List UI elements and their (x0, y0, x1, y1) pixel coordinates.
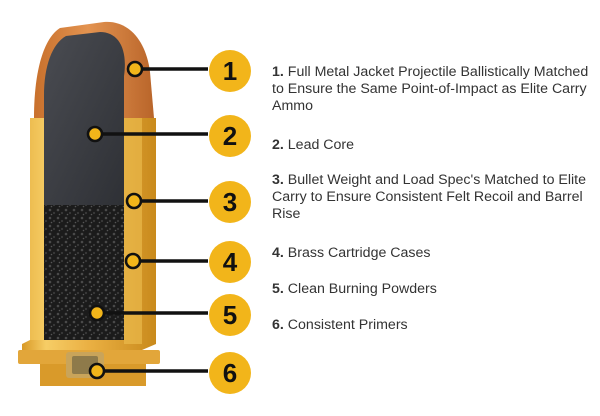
badge-number-3: 3 (223, 187, 237, 217)
legend-item-5: 5. Clean Burning Powders (272, 281, 592, 298)
lead-core (44, 32, 125, 205)
badge-number-1: 1 (223, 56, 237, 86)
legend-item-4: 4. Brass Cartridge Cases (272, 245, 592, 262)
legend-item-3: 3. Bullet Weight and Load Spec's Matched… (272, 172, 592, 223)
badge-number-5: 5 (223, 300, 237, 330)
legend-text-5: Clean Burning Powders (287, 281, 437, 297)
badge-1: 1 (209, 50, 251, 92)
badge-5: 5 (209, 294, 251, 336)
badge-3: 3 (209, 181, 251, 223)
marker-4 (124, 252, 142, 270)
legend-item-6: 6. Consistent Primers (272, 317, 592, 334)
legend-text-2: Lead Core (287, 137, 355, 153)
marker-2 (86, 125, 104, 143)
badge-number-2: 2 (223, 121, 237, 151)
marker-1 (126, 60, 144, 78)
legend-number-2: 2. (272, 137, 284, 153)
legend-number-3: 3. (272, 172, 284, 188)
legend-item-2: 2. Lead Core (272, 137, 592, 154)
legend-number-5: 5. (272, 281, 284, 297)
legend-text-3: Bullet Weight and Load Spec's Matched to… (272, 172, 586, 222)
legend-number-6: 6. (272, 317, 284, 333)
badge-6: 6 (209, 352, 251, 394)
marker-6 (88, 362, 106, 380)
legend-number-4: 4. (272, 245, 284, 261)
marker-3 (125, 192, 143, 210)
badge-number-4: 4 (223, 247, 238, 277)
legend-text-4: Brass Cartridge Cases (287, 245, 431, 261)
badge-2: 2 (209, 115, 251, 157)
case-wall-left (30, 118, 44, 340)
badge-number-6: 6 (223, 358, 237, 388)
case-wall-right (124, 118, 142, 344)
legend-number-1: 1. (272, 64, 284, 80)
marker-5 (88, 304, 106, 322)
legend-item-1: 1. Full Metal Jacket Projectile Ballisti… (272, 64, 592, 115)
badge-4: 4 (209, 241, 251, 283)
powder-charge (44, 205, 124, 340)
legend-text-6: Consistent Primers (287, 317, 408, 333)
legend-text-1: Full Metal Jacket Projectile Ballistical… (272, 64, 589, 114)
